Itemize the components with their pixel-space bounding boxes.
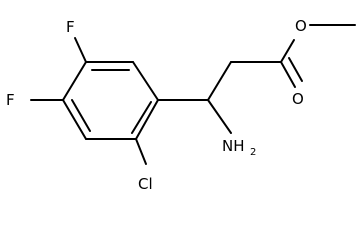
bond-chiral-to-ch2 <box>207 61 232 101</box>
fluorine-top-label: F <box>66 18 75 36</box>
bond-ring-c4-c5 <box>62 99 87 140</box>
bond-ring-double-left <box>71 99 91 132</box>
bond-ring-c5-c6 <box>62 61 87 101</box>
bond-cl <box>135 138 147 165</box>
amine-subscript: 2 <box>250 147 256 158</box>
chlorine-label: Cl <box>138 175 153 193</box>
carbonyl-oxygen-label: O <box>292 90 304 108</box>
molecule-diagram: F F Cl O O NH 2 <box>6 17 356 193</box>
bond-ring-double-right <box>131 101 152 134</box>
bond-chiral-to-amine <box>207 99 232 134</box>
bond-ring-c1-c2 <box>132 61 159 101</box>
bond-carbonyl-to-o <box>280 39 295 63</box>
fluorine-left-label: F <box>6 91 15 109</box>
bond-f-top <box>74 37 87 63</box>
ester-oxygen-label: O <box>295 17 307 35</box>
structure-canvas: F F Cl O O NH 2 <box>6 17 356 193</box>
bond-ring-c2-c3 <box>135 99 159 140</box>
bond-carbonyl-double-1 <box>280 61 296 88</box>
bond-carbonyl-double-2 <box>288 57 303 82</box>
amine-label: NH <box>222 137 245 155</box>
